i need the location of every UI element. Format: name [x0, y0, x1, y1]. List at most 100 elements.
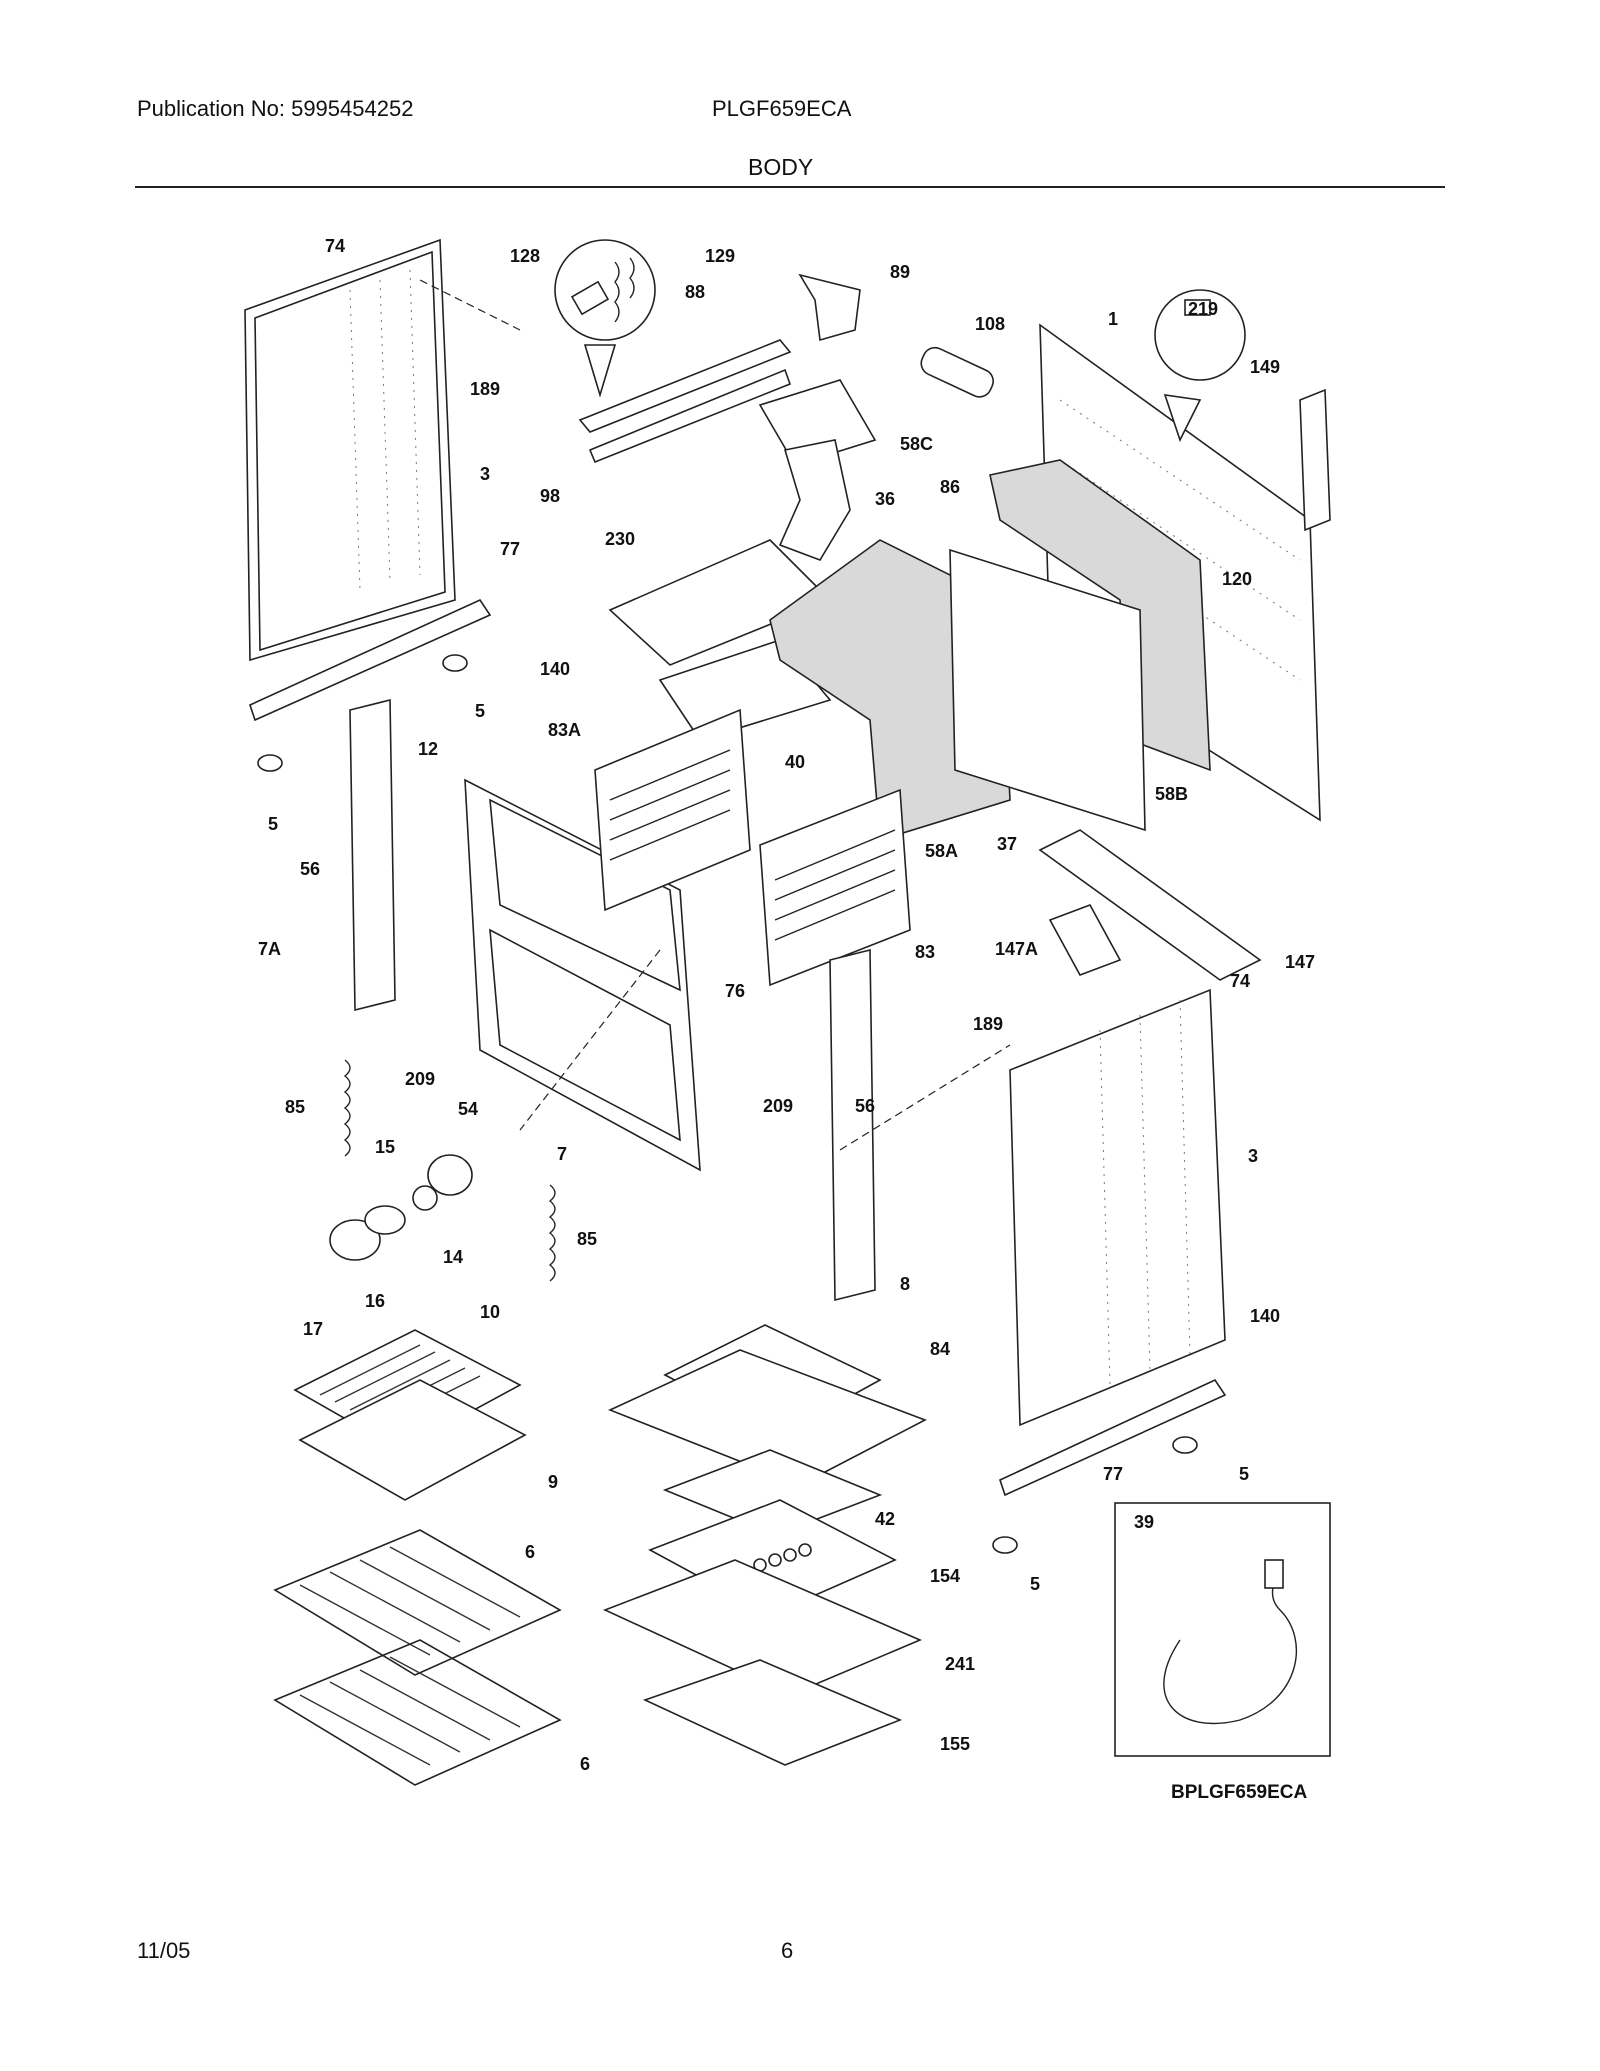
right-side-panel: [1009, 988, 1226, 1427]
bottom-rail-77-left: [249, 598, 492, 722]
part-label-10: 10: [480, 1302, 500, 1322]
part-label-83: 83: [915, 942, 935, 962]
part-label-39: 39: [1134, 1512, 1154, 1532]
thermostat-detail: [1154, 289, 1246, 443]
part-label-15: 15: [375, 1137, 395, 1157]
part-label-40: 40: [785, 752, 805, 772]
part-label-89: 89: [890, 262, 910, 282]
spring-85-left: [343, 1059, 351, 1157]
part-label-16: 16: [365, 1291, 385, 1311]
part-label-147: 147: [1285, 952, 1315, 972]
bottom-rail-77-right: [999, 1378, 1227, 1497]
diagram-model-code: BPLGF659ECA: [1171, 1782, 1308, 1803]
header-rule: [135, 186, 1445, 188]
part-label-14: 14: [443, 1247, 463, 1267]
igniter-108: [920, 346, 994, 398]
lamp-cover-54: [427, 1154, 473, 1196]
part-label-85: 85: [577, 1229, 597, 1249]
left-side-panel: [244, 238, 456, 662]
part-label-209: 209: [405, 1069, 435, 1089]
lamp-bulb-15: [364, 1205, 406, 1235]
part-label-140: 140: [1250, 1306, 1280, 1326]
oven-rack-upper: [273, 1529, 562, 1676]
part-label-149: 149: [1250, 357, 1280, 377]
rack-support-83: [759, 788, 911, 987]
spring-detail: [554, 239, 656, 398]
part-label-155: 155: [940, 1734, 970, 1754]
oven-bottom-assembly: [602, 1324, 927, 1766]
part-label-6: 6: [580, 1754, 590, 1774]
part-label-56: 56: [300, 859, 320, 879]
part-label-230: 230: [605, 529, 635, 549]
part-label-58B: 58B: [1155, 784, 1188, 804]
part-label-140: 140: [540, 659, 570, 679]
part-label-154: 154: [930, 1566, 960, 1586]
part-label-5: 5: [475, 701, 485, 721]
part-label-128: 128: [510, 246, 540, 266]
part-label-108: 108: [975, 314, 1005, 334]
part-label-86: 86: [940, 477, 960, 497]
part-label-56: 56: [855, 1096, 875, 1116]
part-label-54: 54: [458, 1099, 478, 1119]
part-label-7: 7: [557, 1144, 567, 1164]
oven-liner: [949, 548, 1146, 832]
part-label-241: 241: [945, 1654, 975, 1674]
spring-85-right: [548, 1184, 556, 1282]
part-label-36: 36: [875, 489, 895, 509]
part-label-98: 98: [540, 486, 560, 506]
footer-date: 11/05: [137, 1938, 191, 1963]
part-label-120: 120: [1222, 569, 1252, 589]
part-label-5: 5: [268, 814, 278, 834]
leveling-legs: [257, 654, 1198, 1554]
part-label-189: 189: [973, 1014, 1003, 1034]
oven-rack-lower: [273, 1639, 562, 1786]
part-label-77: 77: [1103, 1464, 1123, 1484]
part-label-85: 85: [285, 1097, 305, 1117]
part-label-58C: 58C: [900, 434, 933, 454]
part-label-37: 37: [997, 834, 1017, 854]
power-cord-box: [1114, 1502, 1331, 1757]
broil-pan: [293, 1329, 527, 1501]
part-label-3: 3: [480, 464, 490, 484]
part-label-84: 84: [930, 1339, 950, 1359]
bracket-89: [798, 273, 861, 342]
part-label-3: 3: [1248, 1146, 1258, 1166]
part-label-129: 129: [705, 246, 735, 266]
footer-page: 6: [781, 1938, 794, 1963]
part-label-1: 1: [1108, 309, 1118, 329]
part-label-5: 5: [1030, 1574, 1040, 1594]
part-label-6: 6: [525, 1542, 535, 1562]
part-label-147A: 147A: [995, 939, 1038, 959]
part-label-83A: 83A: [548, 720, 581, 740]
part-label-88: 88: [685, 282, 705, 302]
part-label-58A: 58A: [925, 841, 958, 861]
side-channel-56-right: [829, 948, 876, 1302]
part-label-189: 189: [470, 379, 500, 399]
part-label-74: 74: [1230, 971, 1250, 991]
part-label-74: 74: [325, 236, 345, 256]
rack-support-83a: [594, 708, 751, 912]
vent-147a: [1048, 904, 1122, 976]
part-label-77: 77: [500, 539, 520, 559]
part-label-9: 9: [548, 1472, 558, 1492]
part-label-8: 8: [900, 1274, 910, 1294]
model-number: PLGF659ECA: [712, 96, 852, 121]
back-insulation-58b: [989, 459, 1211, 772]
flue-channel-149: [1299, 388, 1331, 532]
flue-36: [778, 439, 851, 561]
section-title: BODY: [748, 154, 814, 180]
part-label-219: 219: [1188, 299, 1218, 319]
part-label-7A: 7A: [258, 939, 281, 959]
part-label-209: 209: [763, 1096, 793, 1116]
part-label-76: 76: [725, 981, 745, 1001]
lamp-socket-14: [412, 1185, 438, 1211]
lamp-lens-16: [329, 1219, 381, 1261]
publication-number: Publication No: 5995454252: [137, 96, 414, 121]
part-label-17: 17: [303, 1319, 323, 1339]
vent-147: [1038, 829, 1262, 981]
part-label-5: 5: [1239, 1464, 1249, 1484]
insulation-58c: [758, 379, 877, 466]
side-channel-56-left: [349, 698, 396, 1012]
